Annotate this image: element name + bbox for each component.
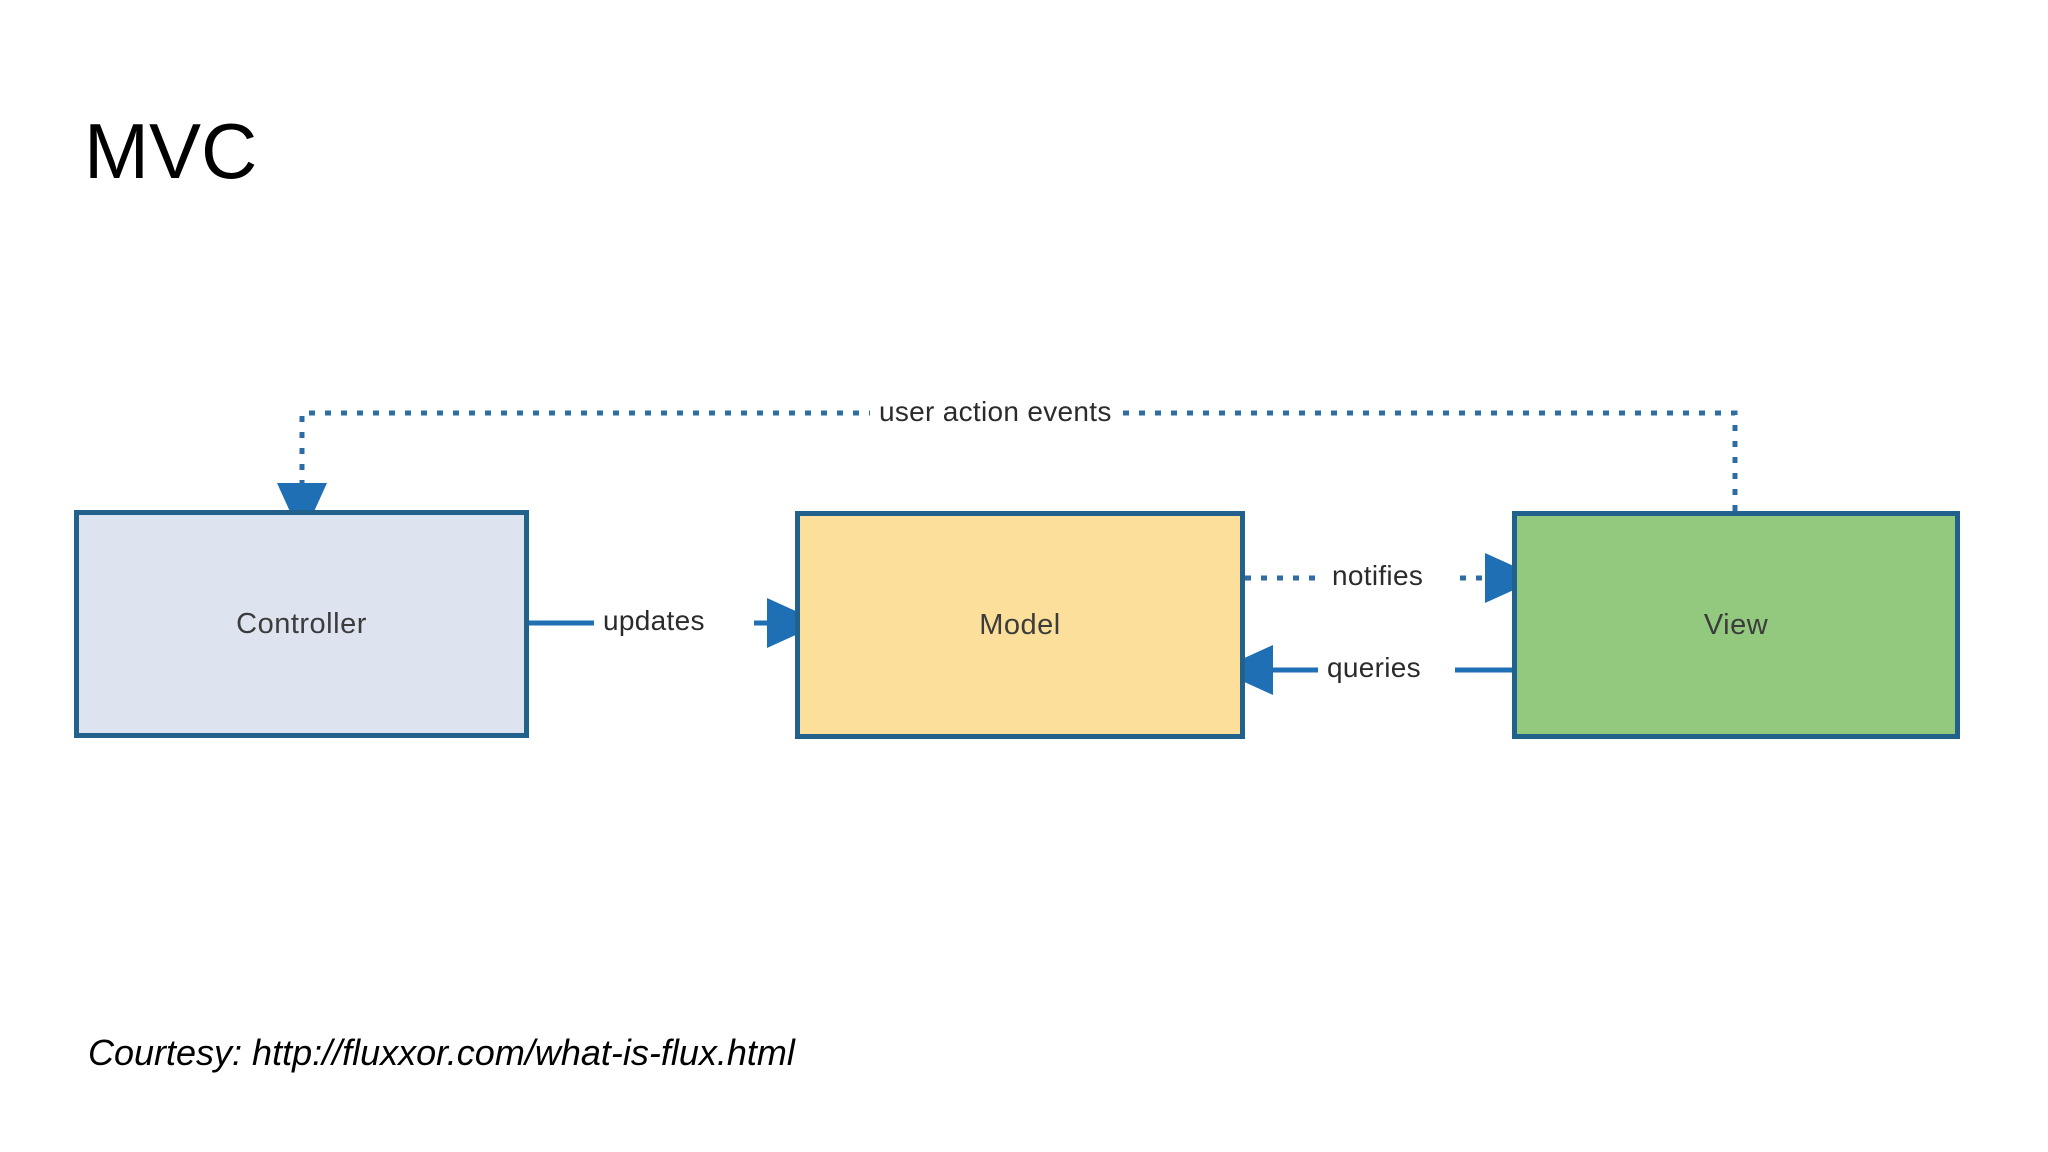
edge-label-updates: updates [594,605,714,637]
node-label-view: View [1703,608,1769,641]
diagram-node-controller[interactable]: Controller [74,510,529,738]
node-label-model: Model [979,608,1061,641]
edge-label-user-action-events: user action events [870,396,1121,428]
edge-label-notifies: notifies [1323,560,1433,592]
edge-user-action-events [277,410,1738,538]
edge-label-queries: queries [1318,652,1430,684]
diagram-node-view[interactable]: View [1512,511,1960,739]
node-label-controller: Controller [236,607,367,640]
page-title: MVC [84,107,258,195]
courtesy-attribution: Courtesy: http://fluxxor.com/what-is-flu… [88,1032,795,1073]
diagram-node-model[interactable]: Model [795,511,1245,739]
